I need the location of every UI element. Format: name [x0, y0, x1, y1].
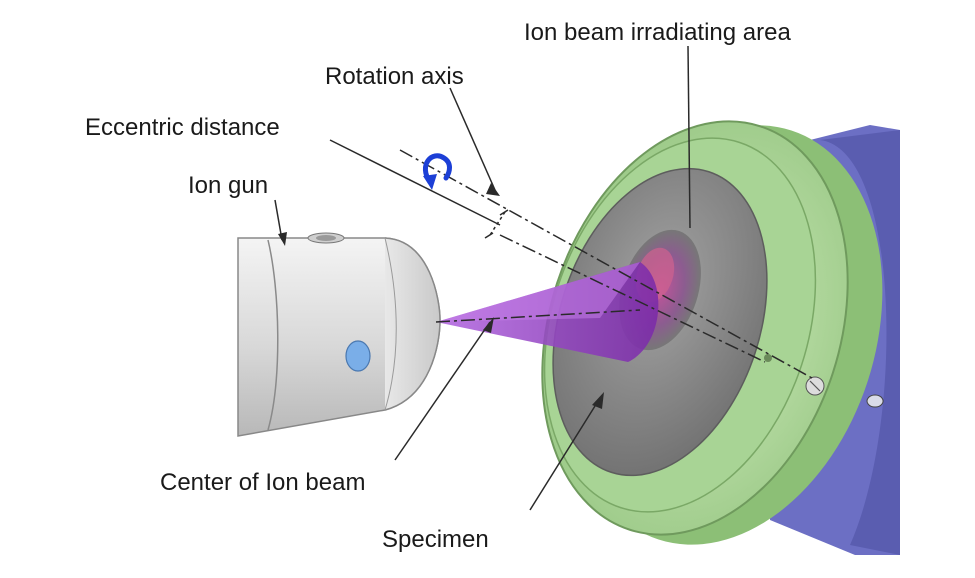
label-center-of-ion-beam: Center of Ion beam — [160, 469, 365, 496]
label-eccentric-distance: Eccentric distance — [85, 114, 280, 141]
parallel-axis-line — [499, 234, 766, 363]
beam-center-line — [435, 309, 641, 323]
label-ion-gun: Ion gun — [188, 172, 268, 199]
label-specimen: Specimen — [382, 526, 489, 553]
specimen-holder — [541, 120, 883, 545]
leader-lines — [274, 45, 691, 511]
rotation-axis-line — [399, 149, 813, 379]
port-icon — [345, 340, 371, 372]
rotation-arrow-icon — [422, 153, 452, 185]
labels: Ion beam irradiating area Rotation axis … — [85, 19, 791, 553]
ion-beam — [435, 262, 659, 362]
label-rotation-axis: Rotation axis — [325, 63, 464, 90]
label-ion-beam-irradiating-area: Ion beam irradiating area — [524, 19, 791, 46]
ion-gun — [237, 232, 441, 437]
